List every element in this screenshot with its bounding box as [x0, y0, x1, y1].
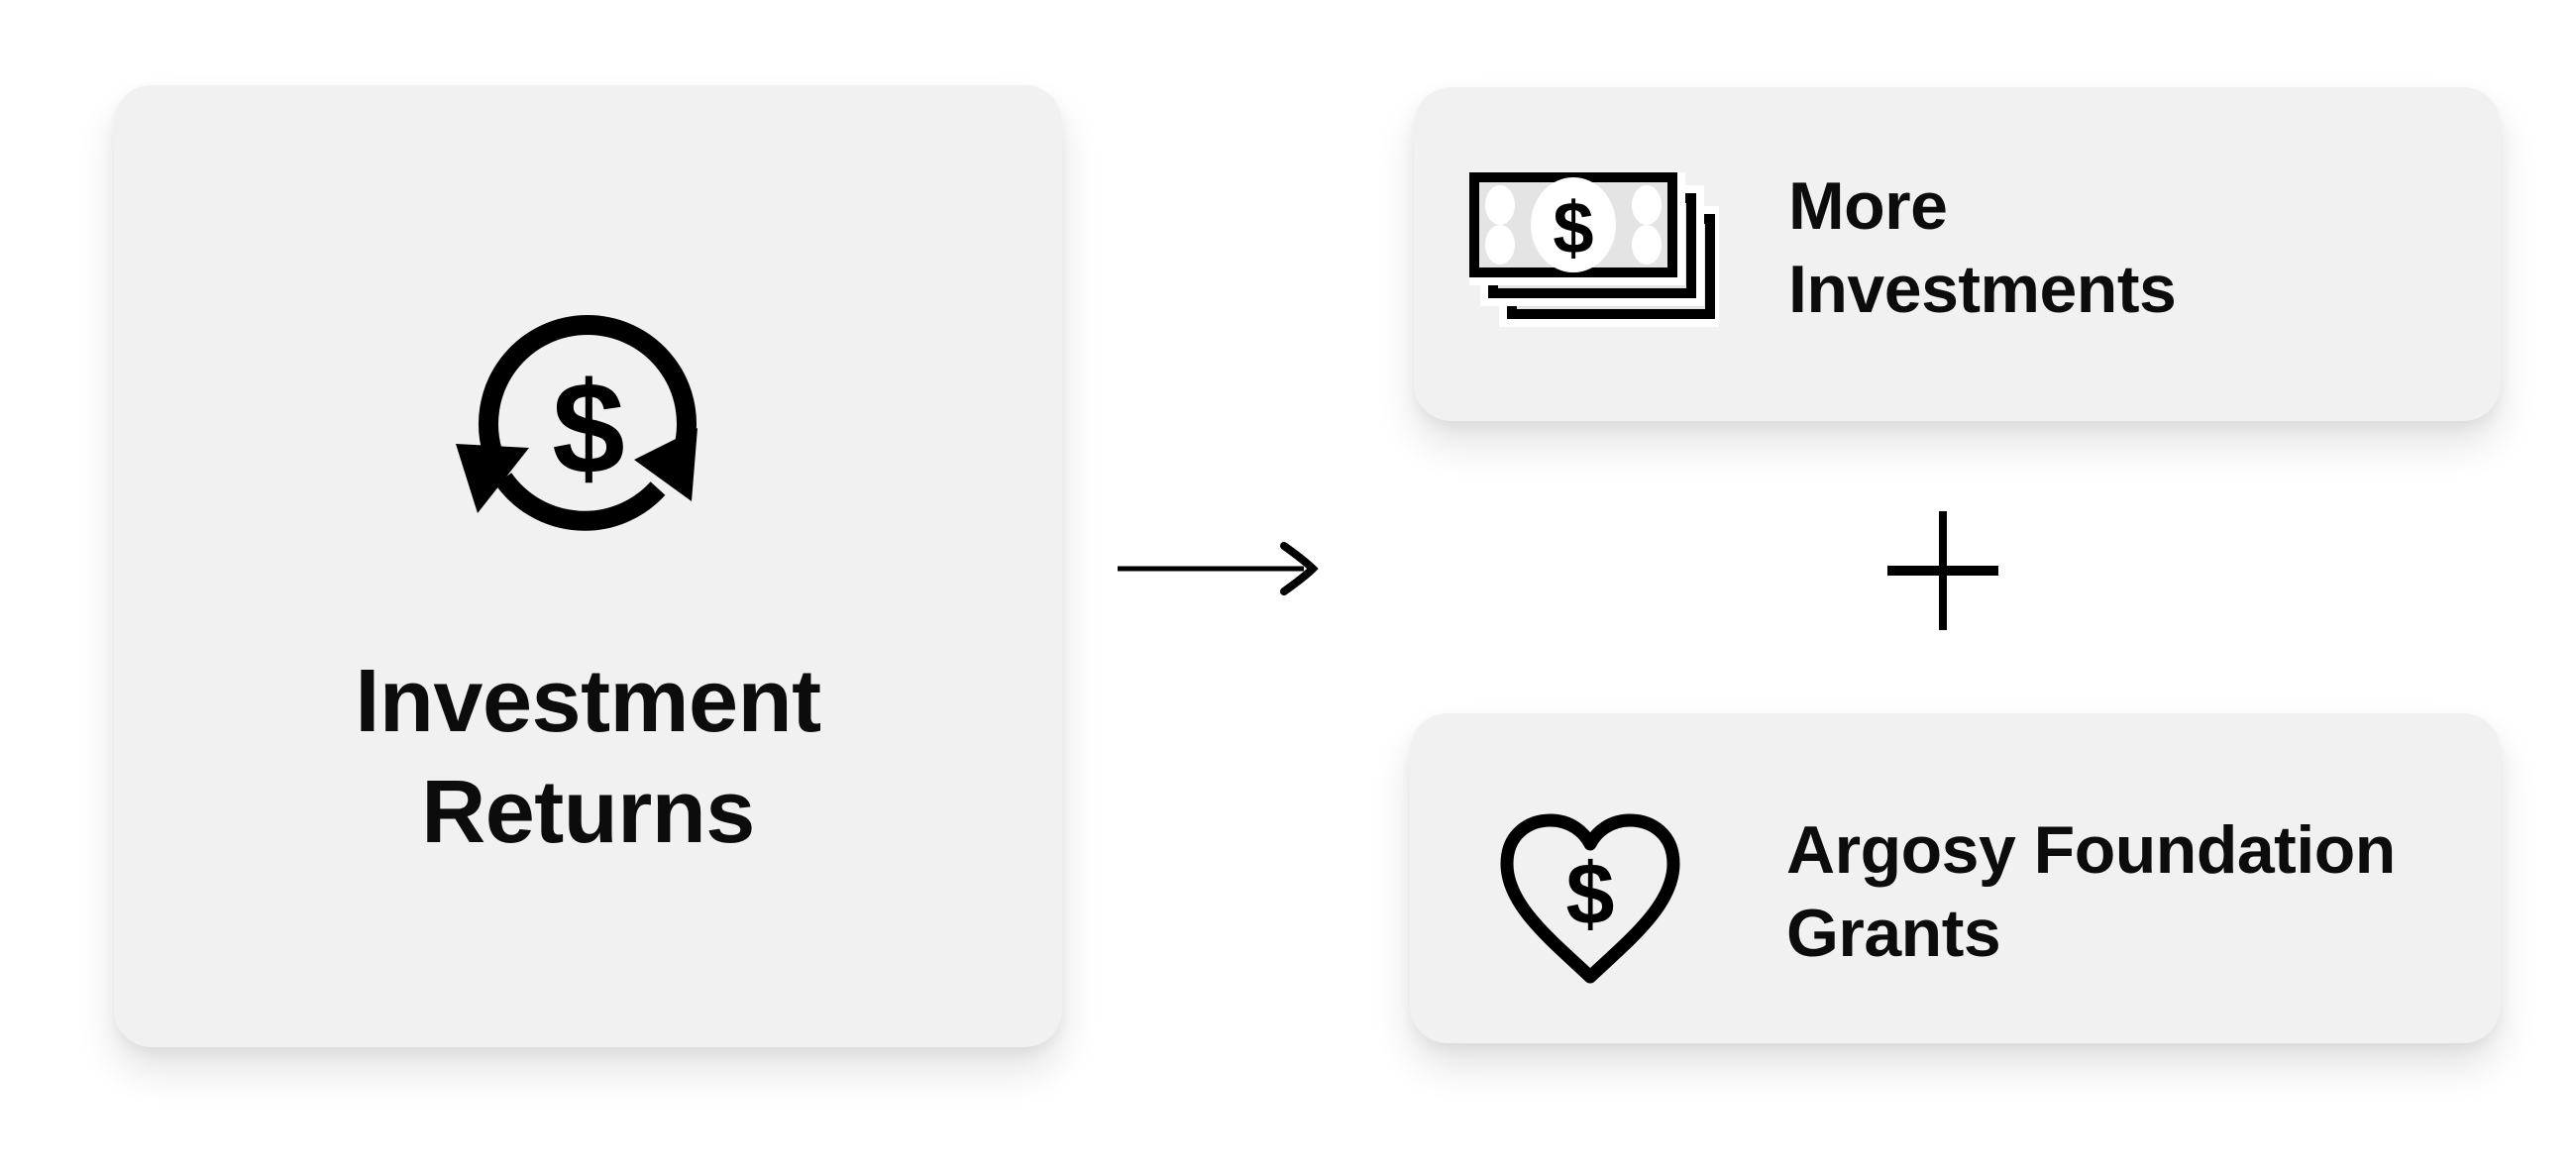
dollar-glyph: $: [552, 356, 624, 501]
grants-label-line1: Argosy Foundation: [1786, 812, 2396, 888]
argosy-foundation-grants-card: $ Argosy Foundation Grants: [1410, 713, 2501, 1043]
grants-label-line2: Grants: [1786, 896, 2001, 971]
dollar-glyph: $: [1566, 845, 1615, 943]
source-label-line1: Investment: [355, 652, 821, 751]
dollar-glyph: $: [1553, 187, 1593, 269]
argosy-grants-label: Argosy Foundation Grants: [1786, 808, 2396, 975]
source-label-line2: Returns: [421, 763, 755, 862]
more-investments-label: More Investments: [1788, 164, 2177, 331]
dollar-cycle-icon: $: [456, 315, 698, 531]
plus-icon: [1887, 511, 1998, 630]
investment-returns-card: $ Investment Returns: [114, 85, 1062, 1047]
more-investments-card: $ More Investments: [1414, 87, 2501, 421]
heart-dollar-icon: $: [1500, 813, 1680, 984]
cash-stack-icon: $: [1469, 172, 1719, 327]
more-label-line2: Investments: [1788, 252, 2177, 327]
source-card-label: Investment Returns: [114, 646, 1062, 868]
more-label-line1: More: [1788, 168, 1948, 244]
right-arrow-icon: [1118, 542, 1319, 595]
